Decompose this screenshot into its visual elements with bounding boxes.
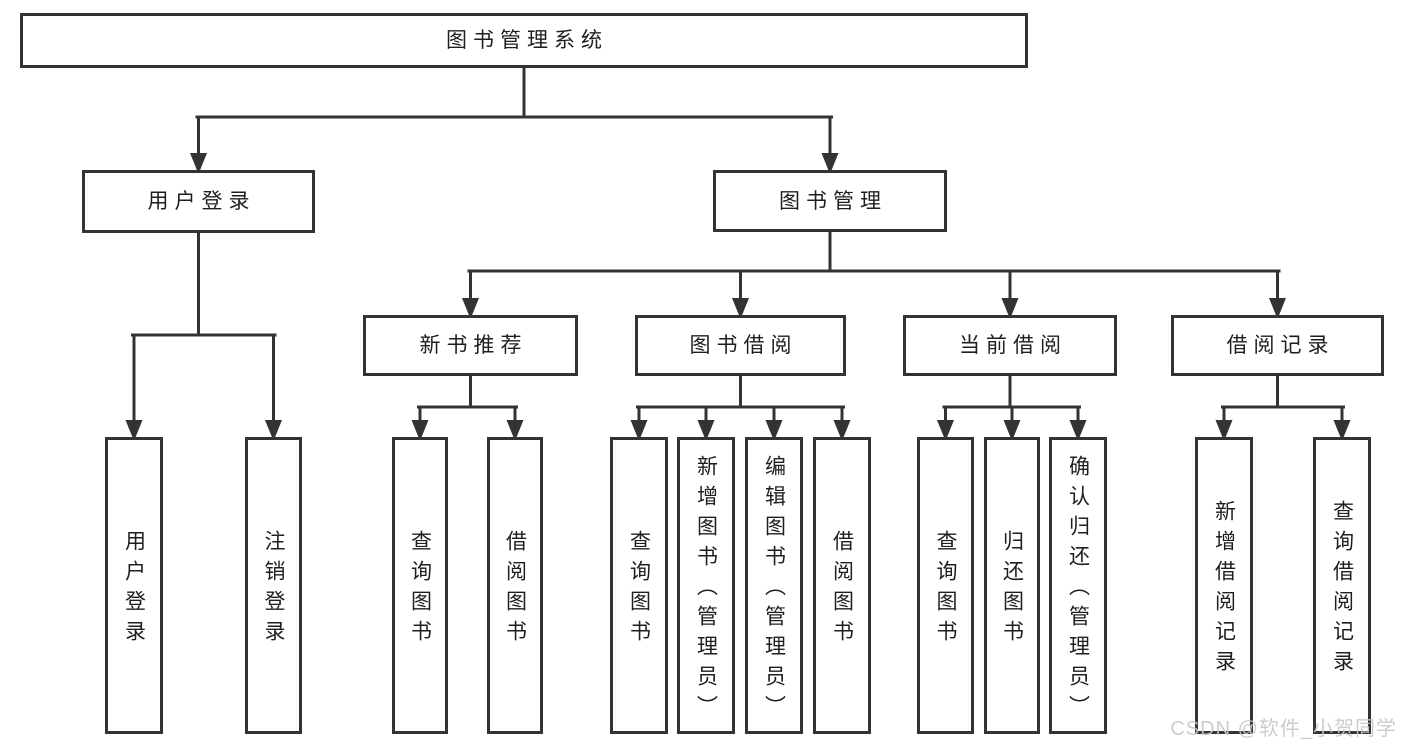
arrowhead-book-borrowing: [732, 298, 749, 319]
node-label: 查询借阅记录: [1330, 500, 1354, 680]
connector-lines: [131, 64, 1345, 428]
arrowhead-borrow-books-2: [833, 420, 851, 441]
arrowhead-add-borrow-record: [1215, 420, 1233, 441]
node-label: 新书推荐: [419, 334, 528, 357]
node-label: 查询图书: [408, 530, 432, 650]
node-label: 编辑图书（管理员）: [762, 455, 786, 725]
node-label: 新增图书（管理员）: [694, 455, 718, 725]
arrowhead-add-book-admin: [697, 420, 715, 441]
node-login: 用户登录: [105, 437, 163, 734]
node-logout: 注销登录: [245, 437, 302, 734]
node-label: 借阅图书: [503, 530, 527, 650]
node-edit-book-admin: 编辑图书（管理员）: [745, 437, 803, 734]
arrowhead-edit-book-admin: [765, 420, 783, 441]
watermark: CSDN @软件_小贺同学: [1170, 718, 1397, 740]
node-new-book-recommend: 新书推荐: [363, 315, 578, 376]
node-confirm-return-admin: 确认归还（管理员）: [1049, 437, 1107, 734]
arrowhead-borrow-books-1: [506, 420, 524, 441]
arrowhead-new-book-recommend: [462, 298, 479, 319]
node-label: 查询图书: [627, 530, 651, 650]
arrowhead-login: [125, 420, 143, 441]
node-query-books-1: 查询图书: [392, 437, 448, 734]
node-borrow-books-1: 借阅图书: [487, 437, 543, 734]
arrowhead-book-management: [821, 153, 839, 174]
node-user-login: 用户登录: [82, 170, 315, 233]
node-label: 借阅图书: [830, 530, 854, 650]
node-label: 归还图书: [1000, 530, 1024, 650]
arrowhead-current-borrowing: [1001, 298, 1019, 319]
arrowhead-query-books-1: [411, 420, 429, 441]
arrowhead-logout: [265, 420, 282, 441]
node-label: 借阅记录: [1226, 334, 1335, 357]
node-query-borrow-record: 查询借阅记录: [1313, 437, 1371, 734]
node-query-books-2: 查询图书: [610, 437, 668, 734]
node-library-system: 图书管理系统: [20, 13, 1028, 68]
node-borrowing-records: 借阅记录: [1171, 315, 1384, 376]
node-query-books-3: 查询图书: [917, 437, 974, 734]
node-label: 当前借阅: [959, 334, 1067, 357]
node-book-management: 图书管理: [713, 170, 947, 232]
node-add-book-admin: 新增图书（管理员）: [677, 437, 735, 734]
node-label: 图书管理系统: [446, 29, 608, 52]
node-label: 图书管理: [779, 189, 887, 213]
node-add-borrow-record: 新增借阅记录: [1195, 437, 1253, 734]
node-label: 图书借阅: [689, 334, 798, 357]
node-label: 用户登录: [147, 190, 256, 213]
node-current-borrowing: 当前借阅: [903, 315, 1117, 376]
arrowhead-return-books: [1003, 420, 1021, 441]
arrowhead-user-login: [190, 153, 207, 174]
node-label: 新增借阅记录: [1212, 500, 1236, 680]
node-label: 查询图书: [934, 530, 957, 650]
arrowhead-confirm-return-admin: [1069, 420, 1087, 441]
node-label: 用户登录: [122, 530, 146, 650]
arrowhead-query-books-2: [630, 420, 648, 441]
arrowhead-query-books-3: [937, 420, 954, 441]
node-label: 注销登录: [262, 530, 285, 650]
node-borrow-books-2: 借阅图书: [813, 437, 871, 734]
arrowhead-query-borrow-record: [1333, 420, 1351, 441]
node-return-books: 归还图书: [984, 437, 1040, 734]
arrowhead-borrowing-records: [1269, 298, 1286, 319]
node-book-borrowing: 图书借阅: [635, 315, 846, 376]
node-label: 确认归还（管理员）: [1066, 455, 1090, 725]
